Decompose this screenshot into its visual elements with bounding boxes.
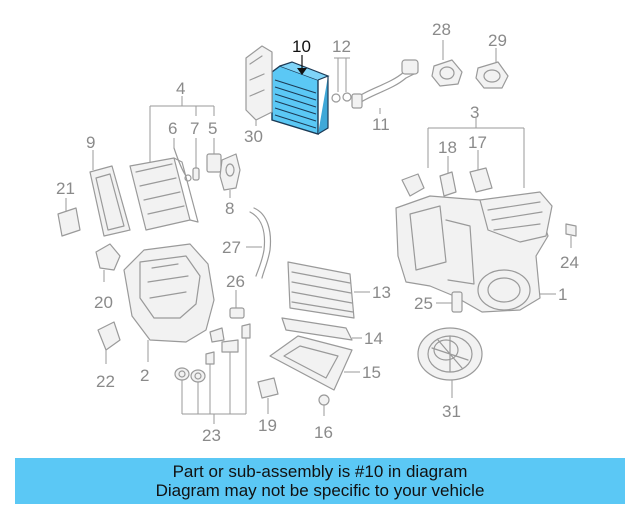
callout-15[interactable]: 15 [362,363,381,382]
callout-6[interactable]: 6 [168,119,177,138]
part-29 [475,61,509,89]
part-14 [281,317,353,341]
callout-21[interactable]: 21 [56,179,75,198]
callout-12[interactable]: 12 [332,37,351,56]
part-16 [318,394,330,416]
callout-14[interactable]: 14 [364,329,383,348]
callout-8[interactable]: 8 [225,199,234,218]
callout-11[interactable]: 11 [372,115,390,134]
part-25 [451,291,463,313]
banner-line-1: Part or sub-assembly is #10 in diagram [172,462,468,481]
part-8 [219,153,241,191]
part-7 [192,138,200,181]
part-27 [249,207,272,279]
part-22 [97,321,121,351]
callout-3[interactable]: 3 [470,103,479,122]
callout-10[interactable]: 10 [292,37,311,56]
callout-13[interactable]: 13 [372,283,391,302]
callout-28[interactable]: 28 [432,20,451,39]
callout-18[interactable]: 18 [438,138,457,157]
callout-31[interactable]: 31 [442,402,461,421]
callout-27[interactable]: 27 [222,238,241,257]
callout-24[interactable]: 24 [560,253,579,272]
bracket-23 [174,323,251,424]
part-13 [287,261,355,319]
info-banner: Part or sub-assembly is #10 in diagram D… [15,458,625,504]
callout-23[interactable]: 23 [202,426,221,445]
callout-2[interactable]: 2 [140,366,149,385]
callout-29[interactable]: 29 [488,31,507,50]
part-30 [245,45,273,121]
part-1-main-housing [395,191,553,313]
callout-26[interactable]: 26 [226,272,245,291]
part-24 [565,223,577,248]
part-11 [351,59,419,109]
callout-9[interactable]: 9 [86,133,95,152]
part-2-housing [123,243,215,343]
leader-10-arrow [297,68,307,75]
callout-25[interactable]: 25 [414,294,433,313]
bracket-4 [149,96,215,162]
part-5 [206,138,222,173]
callout-19[interactable]: 19 [258,416,277,435]
part-4-heater-core [129,157,199,231]
part-20 [95,243,121,271]
part-28 [431,59,463,87]
part-17 [469,150,493,193]
parts-diagram: 10 30 12 11 28 29 [56,20,579,445]
part-21 [57,207,81,237]
callout-30[interactable]: 30 [244,127,263,146]
part-31-blower [417,327,483,381]
callout-1[interactable]: 1 [558,285,567,304]
part-12 [331,57,352,103]
callout-4[interactable]: 4 [176,79,185,98]
part-3-actuator [401,173,425,197]
callout-20[interactable]: 20 [94,293,113,312]
part-26 [229,290,245,319]
part-19 [257,377,279,399]
part-18 [439,156,457,197]
callout-22[interactable]: 22 [96,372,115,391]
banner-line-2: Diagram may not be specific to your vehi… [155,481,485,500]
callout-16[interactable]: 16 [314,423,333,442]
part-9 [89,165,131,237]
bracket-3 [427,118,525,188]
callout-7[interactable]: 7 [190,119,199,138]
callout-5[interactable]: 5 [208,119,217,138]
part-15 [269,335,353,391]
part-10-evaporator[interactable] [271,61,330,135]
callout-17[interactable]: 17 [468,133,487,152]
